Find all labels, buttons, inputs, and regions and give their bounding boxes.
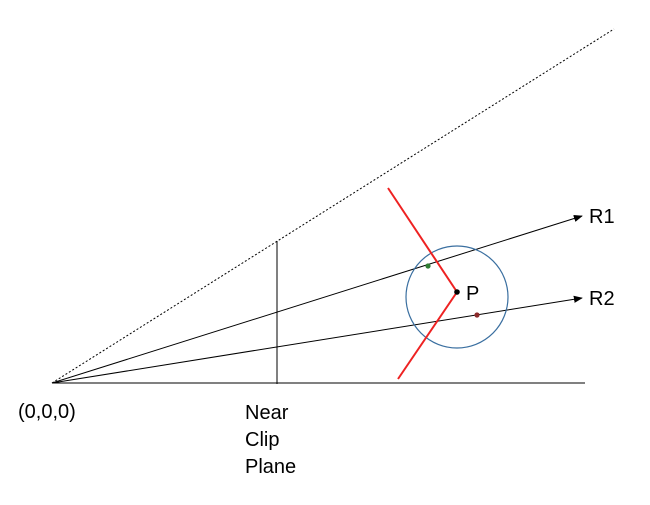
bounding-circle (405, 245, 509, 349)
label-r2: R2 (589, 288, 615, 310)
ray-r1-line (51, 215, 583, 384)
ray-r2-hit-point (474, 312, 480, 318)
label-r1: R1 (589, 206, 615, 228)
label-near-clip-line-3: Plane (245, 456, 296, 478)
label-origin: (0,0,0) (18, 401, 76, 423)
frustum-edge-dotted (51, 28, 615, 384)
tangent-lines (387, 187, 459, 380)
label-p: P (466, 283, 479, 305)
label-near-clip-line-1: Near (245, 402, 289, 424)
label-near-clip-line-2: Clip (245, 429, 279, 451)
ray-r2-line (51, 295, 583, 384)
center-point-p (454, 289, 460, 295)
ray-r1-hit-point (425, 263, 431, 269)
